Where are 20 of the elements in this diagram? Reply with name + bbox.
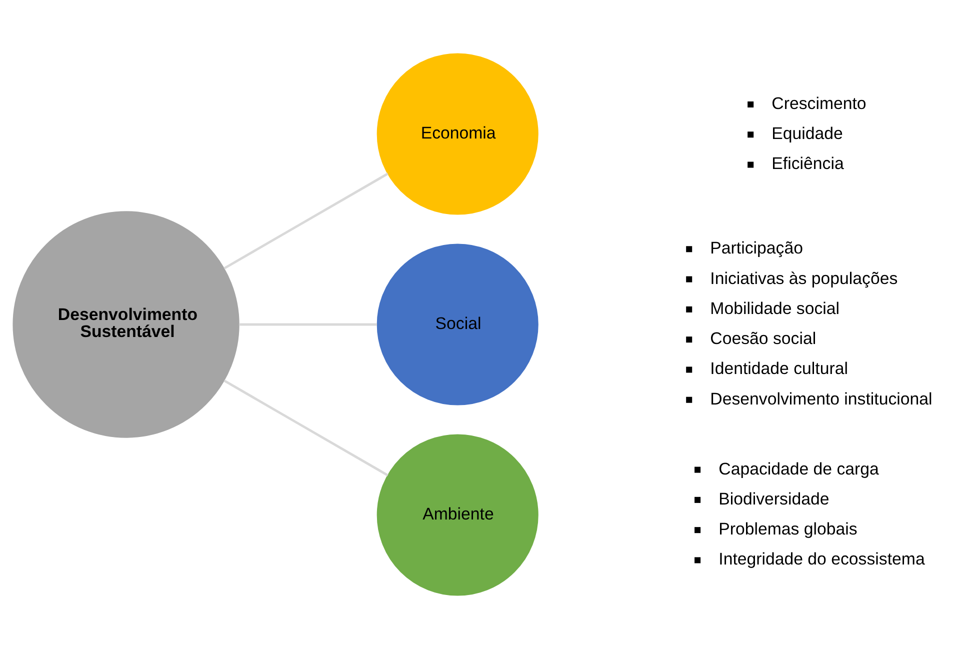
connector xyxy=(224,172,388,269)
node-circle: Ambiente xyxy=(376,434,538,596)
node-label: Equidade xyxy=(772,124,843,143)
node-label: Desenvolvimento institucional xyxy=(710,388,932,408)
node-circle: Economia xyxy=(376,52,538,214)
node-circle: Desenvolvimento Sustentável xyxy=(12,210,240,438)
node-label: Capacidade de carga xyxy=(718,458,879,478)
connector xyxy=(224,379,388,476)
node-label: Biodiversidade xyxy=(718,488,830,508)
node-label: Eficiência xyxy=(772,154,844,173)
node-label: Mobilidade social xyxy=(710,298,840,318)
node-circle: Social xyxy=(376,243,538,405)
node-label: Problemas globais xyxy=(718,519,858,538)
node-label: Identidade cultural xyxy=(710,358,848,378)
node-label: Crescimento xyxy=(772,93,866,112)
node-label: Coesão social xyxy=(710,328,816,348)
node-label: Integridade do ecossistema xyxy=(718,549,925,568)
connector xyxy=(239,322,377,326)
node-label: Iniciativas às populações xyxy=(710,268,898,288)
node-label: Participação xyxy=(710,238,803,258)
